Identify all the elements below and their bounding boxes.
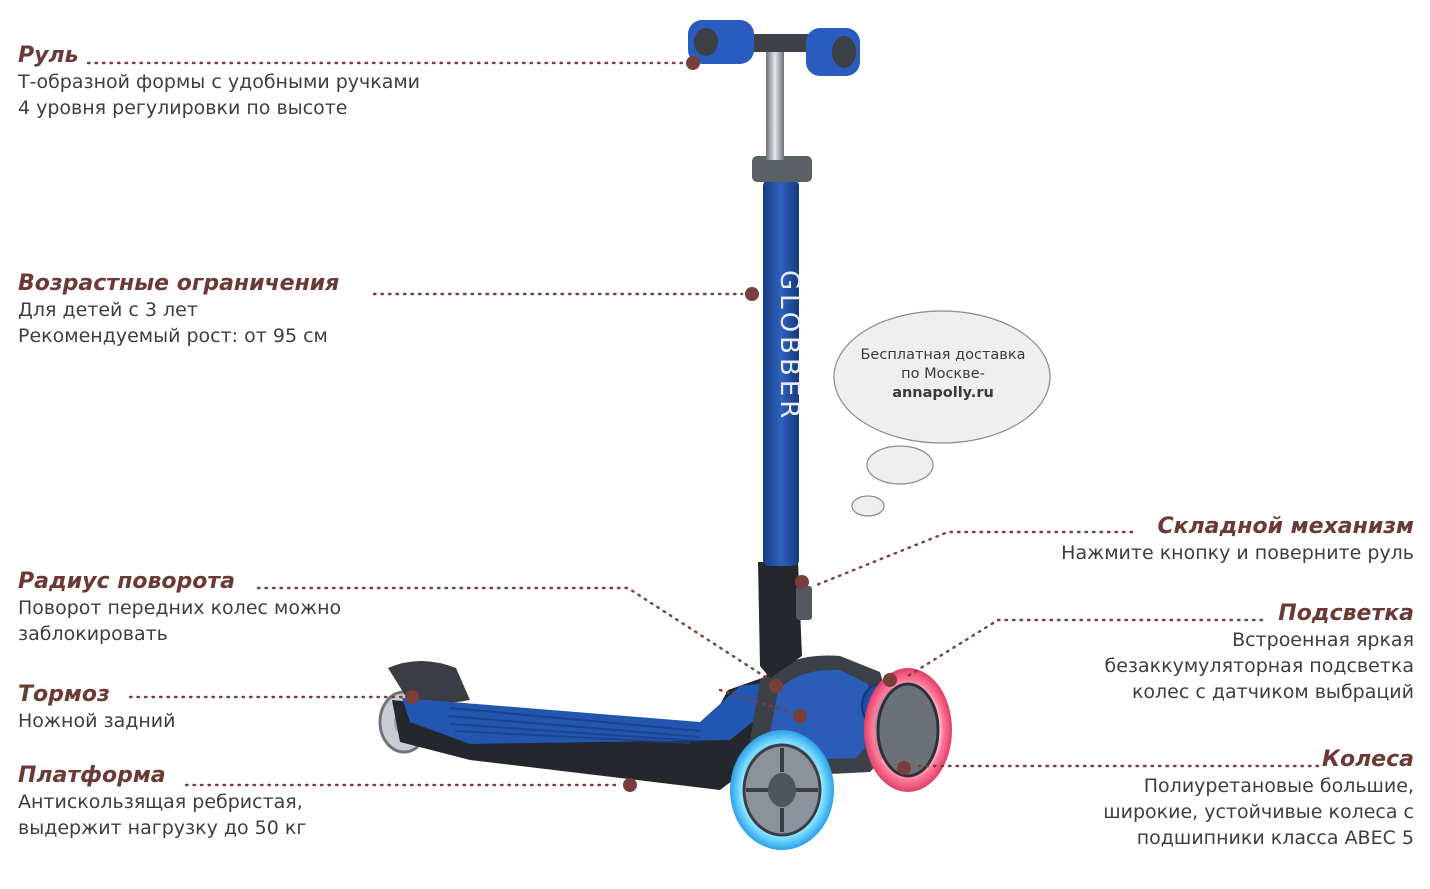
delivery-bubble-text: Бесплатная доставка по Москве- annapolly… <box>836 346 1050 403</box>
callout-line: широкие, устойчивые колеса с <box>1103 801 1414 823</box>
speech-bubble <box>833 310 1051 517</box>
callout-line: Ножной задний <box>18 710 176 732</box>
callout-line: подшипники класса ABEC 5 <box>1136 827 1414 849</box>
callout-age: Возрастные ограничения Для детей с 3 лет… <box>18 271 339 349</box>
callout-title: Колеса <box>1321 747 1414 772</box>
callout-title: Радиус поворота <box>18 569 236 594</box>
callout-title: Подсветка <box>1278 601 1414 626</box>
callout-platform: Платформа Антискользящая ребристая, выде… <box>18 763 306 841</box>
front-wheel-right <box>864 668 952 792</box>
callout-turning: Радиус поворота Поворот передних колес м… <box>18 569 341 647</box>
callout-line: Рекомендуемый рост: от 95 см <box>18 325 328 347</box>
callout-line: 4 уровня регулировки по высоте <box>18 97 348 119</box>
callout-line: Для детей с 3 лет <box>18 299 198 321</box>
callout-title: Тормоз <box>18 682 110 707</box>
callout-line: Нажмите кнопку и поверните руль <box>1061 542 1414 564</box>
callout-title: Платформа <box>18 763 166 788</box>
front-wheel-left <box>730 730 834 850</box>
leader-lines <box>86 61 1320 787</box>
callout-title: Руль <box>18 43 79 68</box>
callout-handlebar: Руль Т-образной формы с удобными ручками… <box>18 43 420 121</box>
brand-label: GLOBBER <box>774 270 804 422</box>
callout-line: Антискользящая ребристая, <box>18 791 303 813</box>
callout-line: выдержит нагрузку до 50 кг <box>18 817 307 839</box>
callout-title: Возрастные ограничения <box>18 271 340 296</box>
height-clamp <box>752 156 812 182</box>
callout-wheels: Колеса Полиуретановые большие, широкие, … <box>1103 747 1414 851</box>
bubble-line: Бесплатная доставка <box>860 347 1026 363</box>
callout-folding: Складной механизм Нажмите кнопку и повер… <box>1061 514 1414 566</box>
callout-lights: Подсветка Встроенная яркая безаккумулято… <box>1105 601 1415 705</box>
bubble-line: по Москве- <box>901 366 985 382</box>
handlebar <box>688 20 860 76</box>
callout-line: Поворот передних колес можно <box>18 597 342 619</box>
fold-button <box>796 586 812 620</box>
stem-tube <box>763 180 799 566</box>
scooter-illustration: GLOBBER <box>378 20 952 850</box>
callout-line: Т-образной формы с удобными ручками <box>18 71 421 93</box>
callout-line: заблокировать <box>18 623 168 645</box>
callout-brake: Тормоз Ножной задний <box>18 682 175 734</box>
callout-line: Встроенная яркая <box>1232 629 1414 651</box>
callout-title: Складной механизм <box>1157 514 1414 539</box>
leader-dots <box>405 56 911 792</box>
callout-line: Полиуретановые большие, <box>1143 775 1414 797</box>
callout-line: безаккумуляторная подсветка <box>1104 655 1415 677</box>
bubble-site-link[interactable]: annapolly.ru <box>892 385 994 401</box>
fold-housing <box>758 562 802 678</box>
handlebar-stem <box>766 52 784 160</box>
callout-line: колес с датчиком выбраций <box>1131 681 1414 703</box>
